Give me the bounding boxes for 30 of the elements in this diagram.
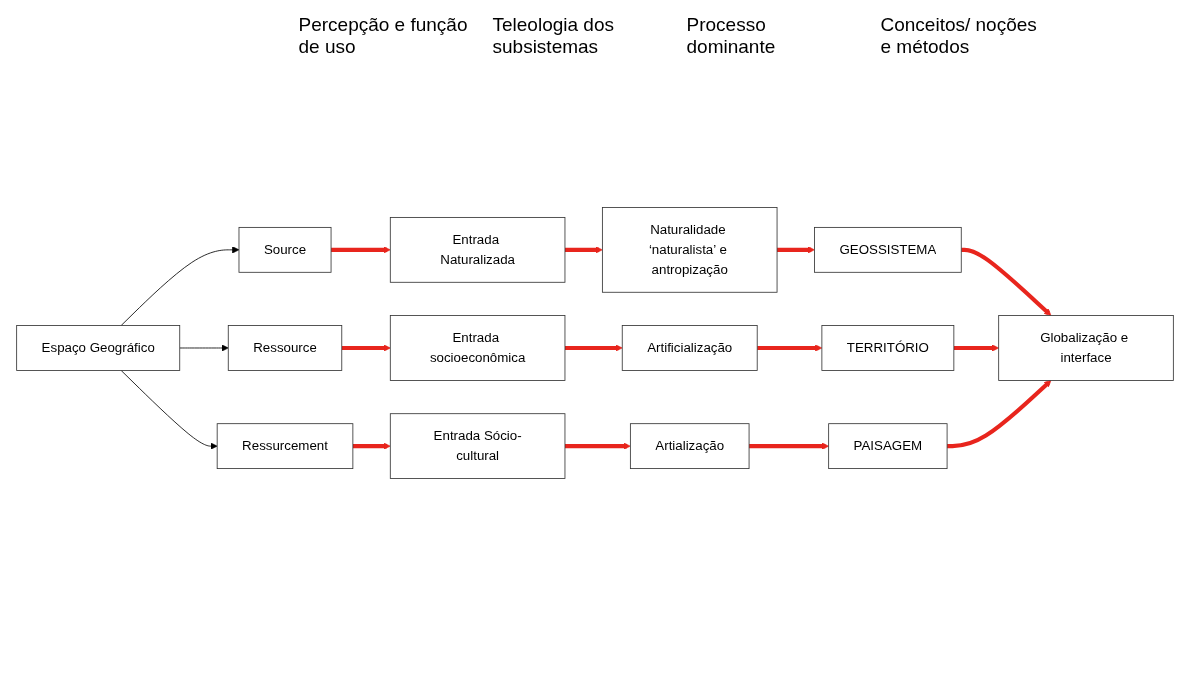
node-box: Naturalidade ‘naturalista’ e antropização — [601, 206, 777, 293]
node-box: Globalização e interface — [997, 314, 1174, 381]
node-box: Ressurcement — [216, 422, 353, 469]
node-box: Artificialização — [621, 324, 758, 371]
node-box: Ressource — [227, 324, 342, 371]
arrow — [756, 344, 822, 352]
node-box: Espaço Geográfico — [15, 324, 180, 371]
node-box: GEOSSISTEMA — [813, 226, 962, 273]
arrow — [564, 245, 603, 254]
node-box: Entrada socioeconômica — [389, 314, 565, 381]
arrow — [352, 442, 391, 450]
column-heading: Processo dominante — [686, 14, 777, 58]
arrow — [953, 344, 999, 352]
arrow — [946, 379, 1051, 448]
node-box: PAISAGEM — [827, 422, 947, 469]
node-box: Entrada Naturalizada — [389, 216, 565, 283]
arrow — [564, 344, 623, 352]
node-box: Entrada Sócio-cultural — [389, 412, 565, 479]
node-box: TERRITÓRIO — [820, 324, 954, 371]
arrow — [960, 247, 1051, 316]
column-heading: Percepção e função de uso — [298, 14, 469, 58]
arrow — [748, 442, 829, 450]
arrow — [330, 245, 391, 254]
column-heading: Teleologia dos subsistemas — [492, 14, 615, 58]
arrow — [341, 344, 391, 352]
column-heading: Conceitos/ noções e métodos — [880, 14, 1038, 58]
arrow — [776, 245, 815, 254]
arrow — [564, 442, 631, 450]
node-box: Source — [238, 226, 331, 273]
node-box: Artialização — [629, 422, 749, 469]
